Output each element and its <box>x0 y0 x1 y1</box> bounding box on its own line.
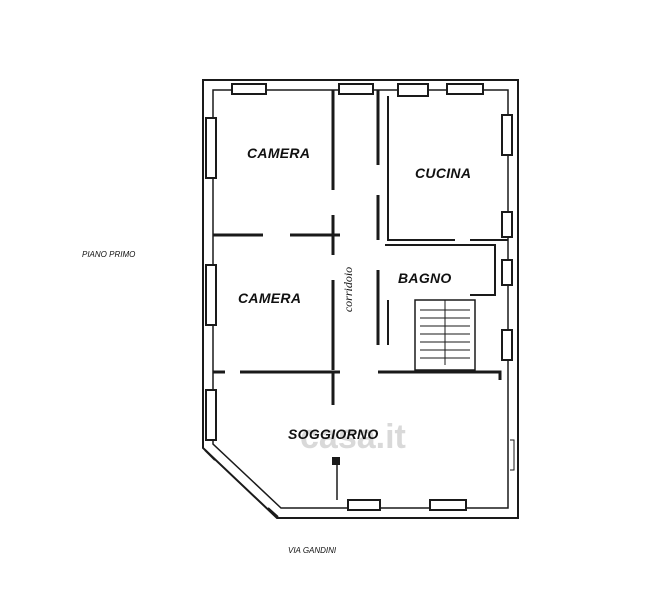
room-label-bagno: BAGNO <box>398 270 452 286</box>
window <box>338 83 374 95</box>
window <box>501 259 513 286</box>
floor-label: PIANO PRIMO <box>82 250 136 259</box>
window <box>501 329 513 361</box>
room-label-camera-1: CAMERA <box>247 145 311 161</box>
room-label-cucina: CUCINA <box>415 165 472 181</box>
corridor-label: corridoio <box>341 266 356 313</box>
window <box>205 389 217 441</box>
window <box>501 211 513 238</box>
watermark: casa.it <box>300 418 406 456</box>
window <box>205 264 217 326</box>
room-label-soggiorno: SOGGIORNO <box>288 426 379 442</box>
window <box>231 83 267 95</box>
street-label: VIA GANDINI <box>288 546 337 555</box>
stair-treads <box>420 300 470 365</box>
window <box>347 499 381 511</box>
outer-wall <box>202 79 519 519</box>
room-label-camera-2: CAMERA <box>238 290 302 306</box>
window <box>446 83 484 95</box>
window <box>429 499 467 511</box>
window <box>205 117 217 179</box>
bay-window <box>204 449 279 518</box>
window <box>501 114 513 156</box>
window <box>397 83 429 97</box>
